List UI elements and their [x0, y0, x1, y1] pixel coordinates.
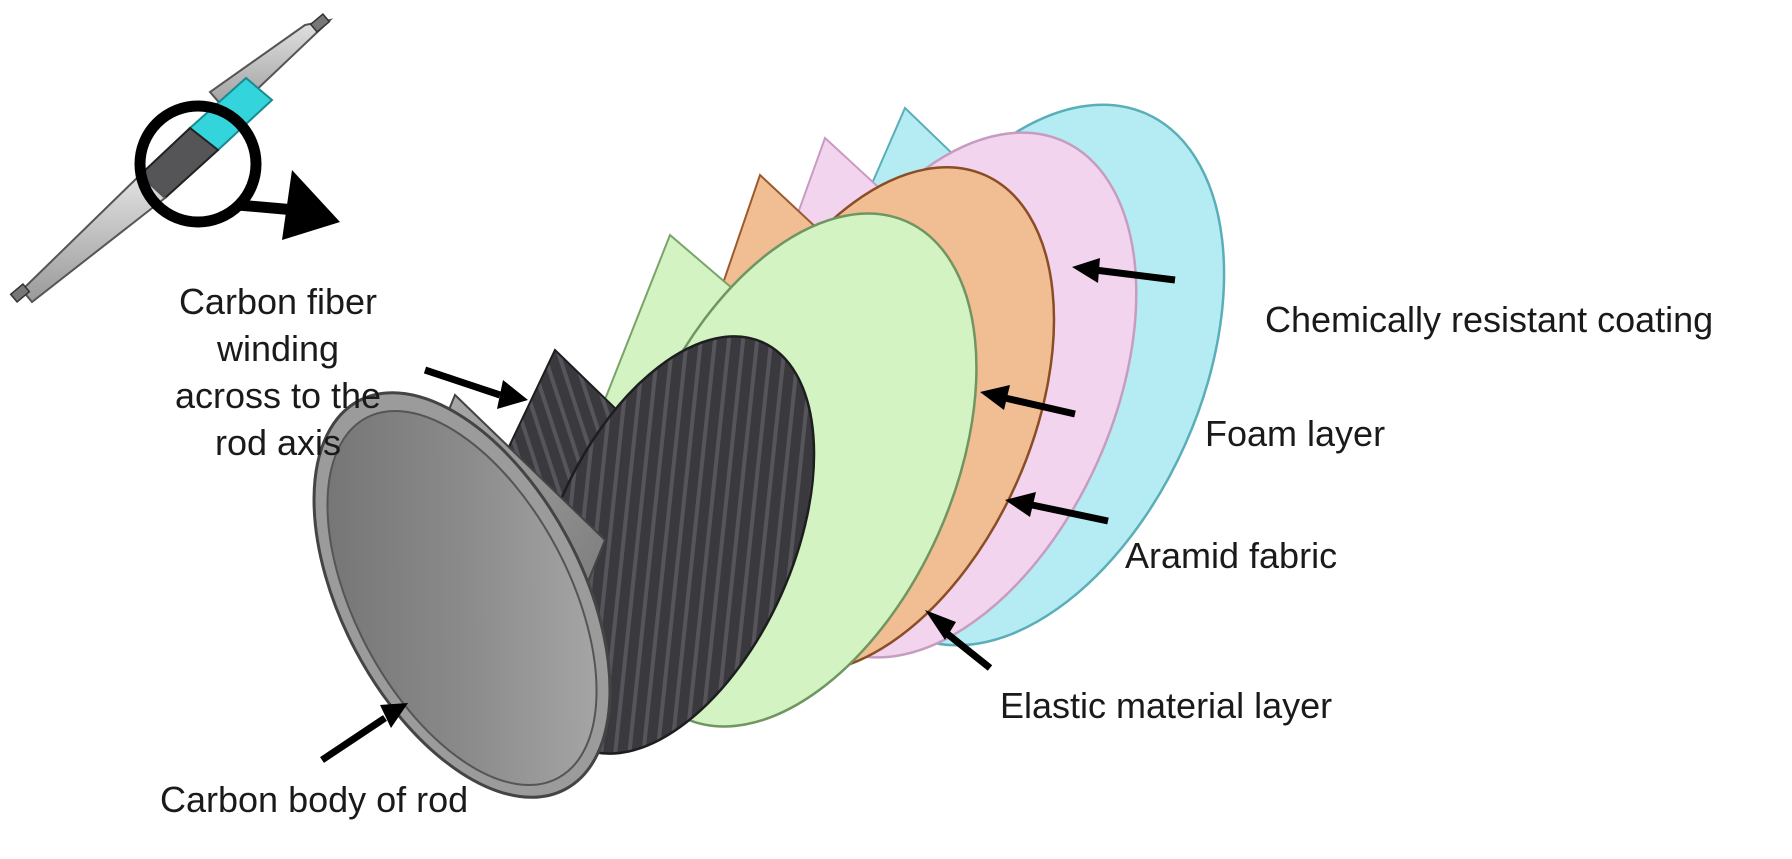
carbon-body-inner-bore: [326, 410, 598, 786]
magnifier-pointer-line: [237, 199, 296, 216]
elastic-layer-arrow: [925, 610, 993, 671]
svg-text:winding: winding: [216, 328, 339, 369]
rod-shaft-lower: [20, 173, 167, 304]
carbon-body-arrow: [320, 703, 408, 763]
rod-thumbnail-inset: [9, 12, 340, 304]
carbon-body: [312, 391, 612, 799]
callout-arrows: [320, 258, 1176, 763]
label-carbon-body: Carbon body of rod: [160, 779, 468, 820]
label-foam-layer: Foam layer: [1205, 413, 1385, 454]
magnifier-ring: [134, 100, 262, 228]
aramid-fabric-arrow: [1005, 492, 1109, 525]
layered-cylinder: [312, 103, 1226, 799]
label-carbon-winding: Carbon fiber winding across to the rod a…: [175, 281, 381, 463]
label-elastic-layer: Elastic material layer: [1000, 685, 1332, 726]
svg-text:across to the: across to the: [175, 375, 381, 416]
chemical-coating-arrow: [1072, 258, 1176, 284]
labels: Chemically resistant coating Foam layer …: [160, 281, 1713, 820]
svg-text:Carbon fiber: Carbon fiber: [179, 281, 377, 322]
label-chemical-coating: Chemically resistant coating: [1265, 299, 1713, 340]
rod-end-cap-bottom: [9, 282, 31, 304]
label-aramid-fabric: Aramid fabric: [1125, 535, 1337, 576]
foam-layer-arrow: [980, 385, 1076, 418]
magnifier-pointer-arrowhead: [282, 170, 340, 240]
svg-text:rod axis: rod axis: [215, 422, 341, 463]
rod-end-cap-top: [309, 12, 331, 34]
carbon-winding-arrow: [423, 366, 528, 409]
